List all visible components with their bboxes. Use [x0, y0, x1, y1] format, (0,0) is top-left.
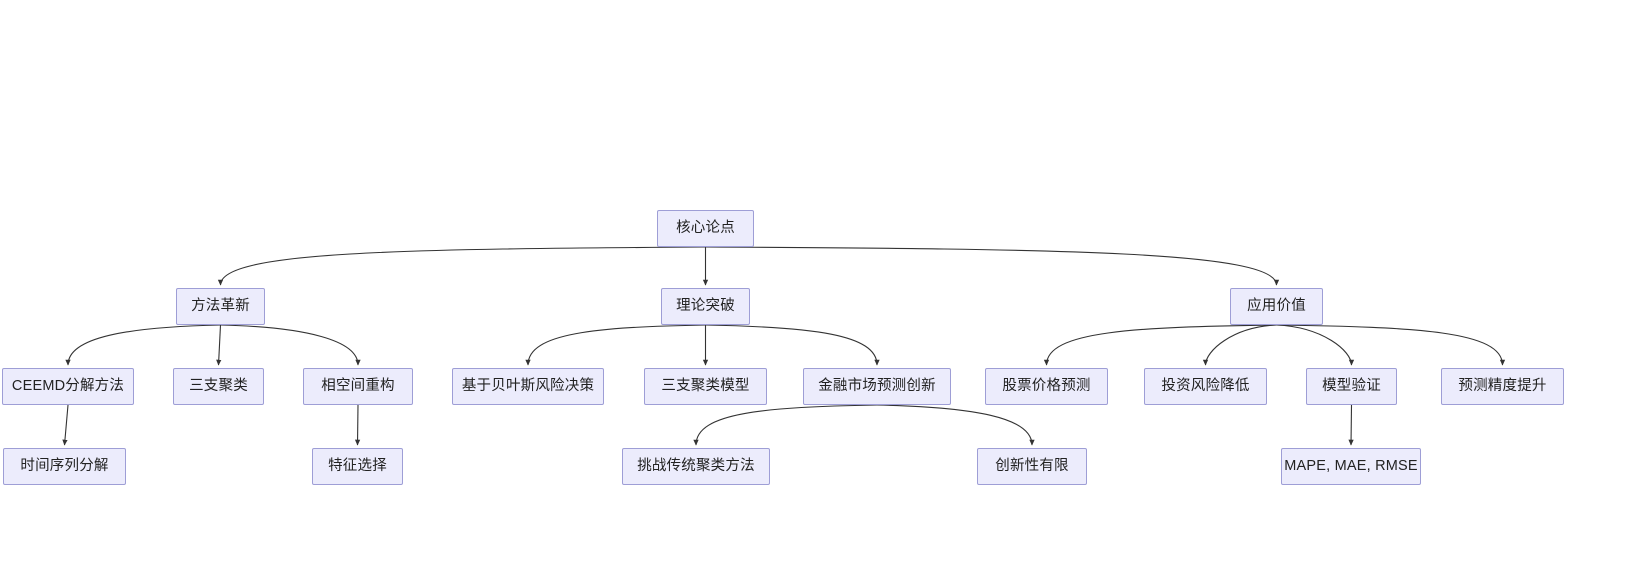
edge-c3-to-d2: [354, 404, 361, 446]
node-label: 股票价格预测: [1002, 378, 1091, 395]
node-label: 方法革新: [191, 298, 250, 315]
node-label: 应用价值: [1247, 298, 1306, 315]
edge-m1-to-c3: [220, 324, 361, 366]
flowchart-node-d1[interactable]: 时间序列分解: [3, 448, 126, 485]
node-label: 创新性有限: [995, 458, 1069, 475]
node-label: 金融市场预测创新: [818, 378, 936, 395]
node-label: 相空间重构: [321, 378, 395, 395]
node-label: 预测精度提升: [1458, 378, 1547, 395]
flowchart-node-c6[interactable]: 金融市场预测创新: [803, 368, 951, 405]
node-label: 投资风险降低: [1161, 378, 1250, 395]
node-label: 模型验证: [1322, 378, 1381, 395]
edge-c6-to-d3: [693, 404, 878, 446]
flowchart-node-c7[interactable]: 股票价格预测: [985, 368, 1108, 405]
flowchart-node-c5[interactable]: 三支聚类模型: [644, 368, 767, 405]
flowchart-node-m1[interactable]: 方法革新: [176, 288, 265, 325]
edge-m3-to-c10: [1276, 324, 1506, 366]
edge-layer: [62, 246, 1506, 446]
node-label: 三支聚类模型: [661, 378, 750, 395]
edge-c1-to-d1: [62, 404, 69, 446]
node-label: 时间序列分解: [20, 458, 109, 475]
flowchart-node-root[interactable]: 核心论点: [657, 210, 754, 247]
node-label: 基于贝叶斯风险决策: [461, 378, 595, 395]
flowchart-node-c3[interactable]: 相空间重构: [303, 368, 413, 405]
edge-m2-to-c6: [705, 324, 880, 366]
node-label: 特征选择: [328, 458, 387, 475]
edge-m3-to-c8: [1202, 324, 1277, 366]
flowchart-node-c4[interactable]: 基于贝叶斯风险决策: [452, 368, 604, 405]
flowchart-node-d4[interactable]: 创新性有限: [977, 448, 1087, 485]
node-label: 三支聚类: [189, 378, 248, 395]
flowchart-node-c9[interactable]: 模型验证: [1306, 368, 1397, 405]
flowchart-node-c2[interactable]: 三支聚类: [173, 368, 264, 405]
node-label: MAPE, MAE, RMSE: [1284, 458, 1418, 475]
edge-m2-to-c4: [525, 324, 706, 366]
edge-m1-to-c2: [216, 324, 222, 366]
flowchart-node-c1[interactable]: CEEMD分解方法: [2, 368, 134, 405]
node-label: 挑战传统聚类方法: [637, 458, 755, 475]
edge-c9-to-d5: [1348, 404, 1354, 446]
flowchart-node-c8[interactable]: 投资风险降低: [1144, 368, 1267, 405]
flowchart-node-m2[interactable]: 理论突破: [661, 288, 750, 325]
node-label: 理论突破: [676, 298, 735, 315]
flowchart-node-d5[interactable]: MAPE, MAE, RMSE: [1281, 448, 1421, 485]
flowchart-node-d3[interactable]: 挑战传统聚类方法: [622, 448, 770, 485]
flowchart-node-c10[interactable]: 预测精度提升: [1441, 368, 1564, 405]
edge-root-to-m3: [705, 246, 1280, 286]
edge-m1-to-c1: [65, 324, 221, 366]
node-label: 核心论点: [676, 220, 735, 237]
node-label: CEEMD分解方法: [11, 378, 125, 395]
flowchart-node-m3[interactable]: 应用价值: [1230, 288, 1323, 325]
edge-m3-to-c9: [1276, 324, 1355, 366]
edge-root-to-m1: [217, 246, 706, 286]
edge-c6-to-d4: [876, 404, 1035, 446]
edge-m3-to-c7: [1043, 324, 1277, 366]
flowchart-node-d2[interactable]: 特征选择: [312, 448, 403, 485]
